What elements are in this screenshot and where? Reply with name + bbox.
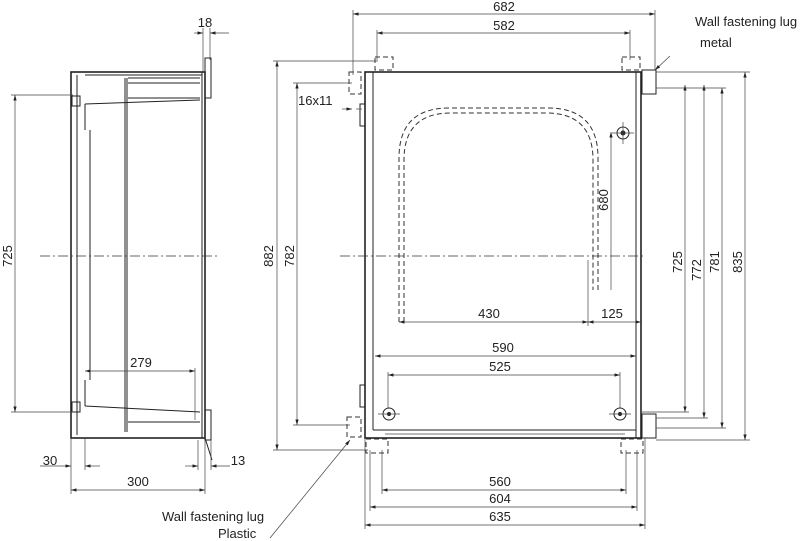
dim-18: 18	[198, 15, 212, 30]
dim-30: 30	[43, 453, 57, 468]
screw-icon	[609, 407, 631, 421]
dim-680: 680	[596, 189, 611, 211]
dimension-labels: 682 582 18 16x11 882 782 725 680 725 772…	[0, 0, 745, 524]
dim-13: 13	[231, 453, 245, 468]
dim-882: 882	[261, 245, 276, 267]
lock-knob-icon	[612, 122, 634, 144]
side-view	[40, 57, 217, 461]
dimension-lines	[11, 10, 750, 539]
dim-125: 125	[601, 306, 623, 321]
dim-835: 835	[730, 251, 745, 273]
dim-682: 682	[493, 0, 515, 14]
dim-525: 525	[489, 359, 511, 374]
dim-590: 590	[492, 340, 514, 355]
wall-lug-icon	[346, 56, 657, 454]
dim-604: 604	[489, 491, 511, 506]
front-view	[340, 56, 657, 454]
dim-300: 300	[127, 474, 149, 489]
metal-lug-label-2: metal	[700, 35, 732, 50]
plastic-lug-label-2: Plastic	[218, 526, 257, 541]
dim-279: 279	[130, 355, 152, 370]
dim-560: 560	[489, 474, 511, 489]
dim-725-right: 725	[670, 251, 685, 273]
dim-582: 582	[493, 18, 515, 33]
plastic-lug-label: Wall fastening lug	[162, 509, 264, 524]
dim-635: 635	[489, 509, 511, 524]
dim-782: 782	[282, 245, 297, 267]
dim-16x11: 16x11	[298, 93, 332, 108]
dim-725-side: 725	[0, 245, 15, 267]
metal-lug-label: Wall fastening lug	[695, 14, 797, 29]
dim-430: 430	[478, 306, 500, 321]
dim-781: 781	[707, 251, 722, 273]
dim-772: 772	[689, 259, 704, 281]
screw-icon	[378, 407, 400, 421]
callout-labels: Wall fastening lug metal Wall fastening …	[162, 14, 797, 541]
